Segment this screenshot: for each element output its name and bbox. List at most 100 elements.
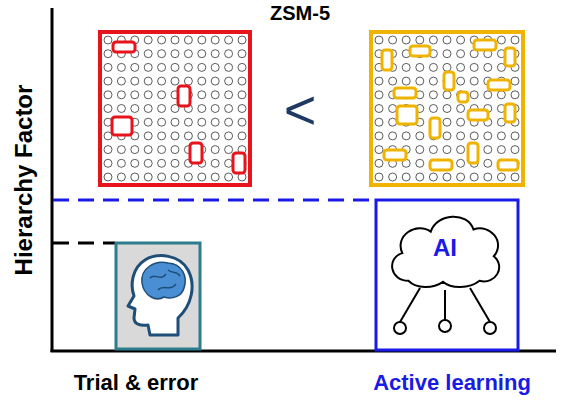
micropore: [198, 50, 206, 58]
micropore: [389, 132, 397, 140]
micropore: [416, 146, 424, 154]
micropore: [104, 173, 112, 181]
micropore: [429, 36, 437, 44]
micropore: [497, 146, 505, 154]
micropore: [211, 173, 219, 181]
micropore: [144, 36, 152, 44]
micropore: [429, 105, 437, 113]
micropore: [389, 173, 397, 181]
micropore: [484, 159, 492, 167]
micropore: [158, 118, 166, 126]
micropore: [402, 63, 410, 71]
micropore: [375, 159, 383, 167]
micropore: [211, 91, 219, 99]
micropore: [443, 36, 451, 44]
micropore: [144, 159, 152, 167]
mesopore: [430, 118, 440, 138]
micropore: [457, 77, 465, 85]
micropore: [238, 36, 246, 44]
micropore: [104, 159, 112, 167]
micropore: [131, 159, 139, 167]
method-label: Trial & error: [74, 372, 199, 394]
micropore: [117, 63, 125, 71]
micropore: [389, 105, 397, 113]
micropore: [158, 159, 166, 167]
micropore: [131, 146, 139, 154]
micropore: [144, 173, 152, 181]
micropore: [211, 132, 219, 140]
micropore: [198, 36, 206, 44]
micropore: [184, 50, 192, 58]
micropore: [457, 159, 465, 167]
micropore: [184, 77, 192, 85]
comparison-symbol: <: [284, 82, 317, 138]
mesopore: [112, 117, 132, 135]
micropore: [225, 118, 233, 126]
micropore: [131, 173, 139, 181]
micropore: [144, 146, 152, 154]
axes: [51, 8, 557, 352]
mesopore: [190, 143, 202, 163]
micropore: [131, 91, 139, 99]
micropore: [144, 132, 152, 140]
micropore: [171, 146, 179, 154]
micropore: [158, 36, 166, 44]
micropore: [443, 118, 451, 126]
micropore: [144, 91, 152, 99]
micropore: [416, 132, 424, 140]
micropore: [198, 118, 206, 126]
micropore: [171, 63, 179, 71]
micropore: [211, 50, 219, 58]
micropore: [457, 173, 465, 181]
micropore: [470, 132, 478, 140]
micropore: [484, 63, 492, 71]
micropore: [429, 91, 437, 99]
micropore: [131, 63, 139, 71]
micropore: [171, 77, 179, 85]
micropore: [158, 173, 166, 181]
micropore: [497, 36, 505, 44]
micropore: [511, 146, 519, 154]
micropore: [225, 91, 233, 99]
micropore: [131, 77, 139, 85]
micropore: [443, 105, 451, 113]
micropore: [497, 91, 505, 99]
mesopore: [410, 46, 430, 56]
micropore: [484, 146, 492, 154]
micropore: [470, 91, 478, 99]
micropore: [238, 118, 246, 126]
micropore: [470, 77, 478, 85]
mesopore: [382, 50, 392, 70]
micropore: [389, 77, 397, 85]
micropore: [158, 132, 166, 140]
micropore: [198, 173, 206, 181]
micropore: [104, 50, 112, 58]
micropore: [198, 105, 206, 113]
micropore: [104, 146, 112, 154]
micropore: [198, 77, 206, 85]
micropore: [171, 36, 179, 44]
zeolite-border: [100, 32, 250, 185]
micropore: [144, 118, 152, 126]
micropore: [225, 146, 233, 154]
micropore: [117, 146, 125, 154]
micropore: [375, 118, 383, 126]
micropore: [457, 63, 465, 71]
micropore: [117, 105, 125, 113]
micropore: [198, 132, 206, 140]
micropore: [511, 36, 519, 44]
micropore: [171, 132, 179, 140]
micropore: [238, 105, 246, 113]
micropore: [484, 132, 492, 140]
micropore: [238, 132, 246, 140]
micropore: [429, 63, 437, 71]
micropore: [211, 36, 219, 44]
micropore: [211, 118, 219, 126]
micropore: [184, 36, 192, 44]
micropore: [117, 91, 125, 99]
micropore: [171, 173, 179, 181]
structure-title: ZSM-5: [270, 3, 330, 23]
micropore: [144, 105, 152, 113]
zeolite-square-ai: [371, 32, 523, 185]
